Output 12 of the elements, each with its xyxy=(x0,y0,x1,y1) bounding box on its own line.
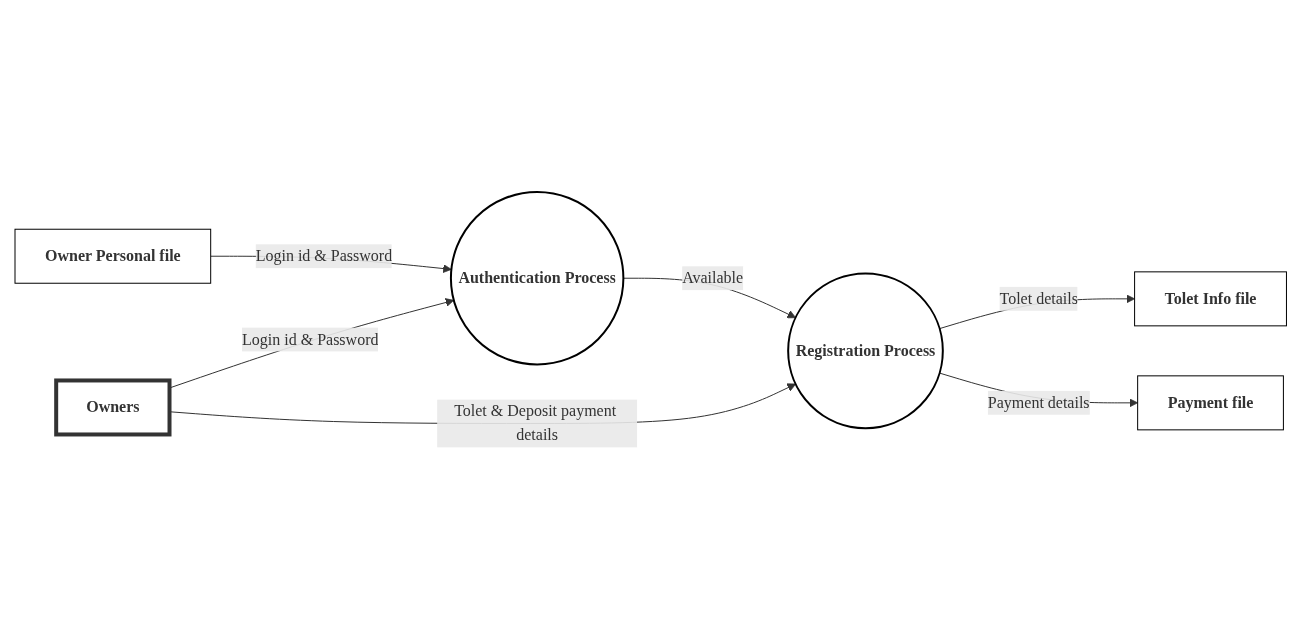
edge-label: Payment details xyxy=(987,393,1090,411)
edge-label: Available xyxy=(681,269,743,286)
node-circle: Authentication Process xyxy=(449,190,625,366)
node-box: Tolet Info file xyxy=(1133,271,1287,327)
node-box: Owners xyxy=(53,378,172,437)
edge-label: Tolet & Deposit payment details xyxy=(453,402,616,444)
node-circle: Registration Process xyxy=(786,272,944,429)
edge-label: Tolet details xyxy=(999,289,1078,307)
node-box: Owner Personal file xyxy=(14,228,211,284)
edge-label: Login id & Password xyxy=(255,247,392,264)
edge-label: Login id & Password xyxy=(241,330,379,348)
node-box: Payment file xyxy=(1136,375,1284,431)
